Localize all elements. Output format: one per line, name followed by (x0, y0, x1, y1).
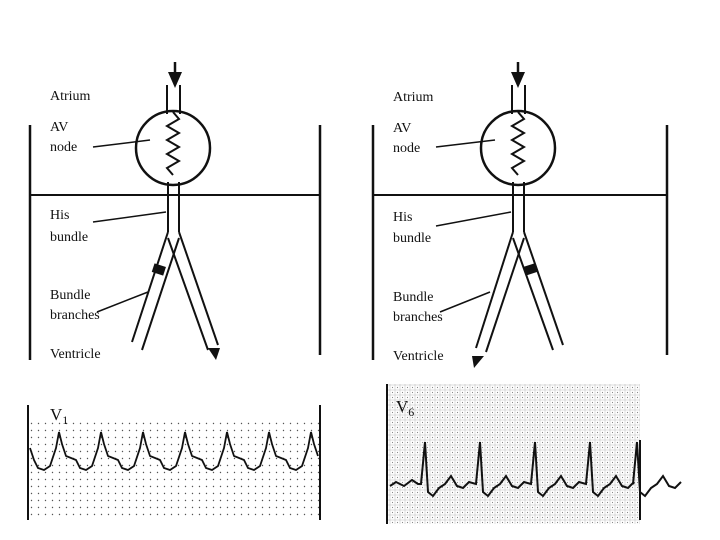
ecg-lead-label: V1 (50, 405, 68, 427)
label-his-1: His (50, 208, 69, 223)
left-diagram: Atrium AV node His bundle Bundle branche… (27, 62, 322, 520)
label-bundle-branches-1: Bundle (50, 288, 90, 303)
branch-block-marker (151, 263, 166, 276)
av-node-delay-zigzag (165, 111, 181, 176)
label-av-node-2: node (50, 140, 77, 155)
impulse-arrow-in (168, 72, 182, 88)
impulse-arrow-in (511, 72, 525, 88)
ecg-strip-v6: V6 (386, 384, 682, 524)
label-atrium: Atrium (393, 90, 434, 105)
ecg-trace (29, 431, 319, 471)
label-his-2: bundle (50, 230, 88, 245)
right-diagram: Atrium AV node His bundle Bundle branche… (371, 62, 682, 524)
av-node-circle (134, 109, 212, 187)
label-ventricle: Ventricle (50, 347, 101, 362)
impulse-arrow-out (472, 356, 484, 368)
label-bundle-branches-2: branches (50, 308, 100, 323)
ecg-lead-label: V6 (396, 397, 414, 419)
impulse-arrow-out (208, 348, 220, 360)
ecg-trace (389, 441, 682, 498)
label-his-2: bundle (393, 231, 431, 246)
label-atrium: Atrium (50, 89, 91, 104)
label-bundle-branches-1: Bundle (393, 290, 433, 305)
branch-block-marker (523, 263, 538, 276)
label-av-node-2: node (393, 141, 420, 156)
label-ventricle: Ventricle (393, 349, 444, 364)
label-bundle-branches-2: branches (393, 310, 443, 325)
label-av-node-1: AV (393, 121, 411, 136)
ecg-strip-v1: V1 (27, 405, 321, 520)
label-av-node-1: AV (50, 120, 68, 135)
av-node-delay-zigzag (510, 111, 526, 176)
av-node-circle (479, 109, 557, 187)
label-his-1: His (393, 210, 412, 225)
